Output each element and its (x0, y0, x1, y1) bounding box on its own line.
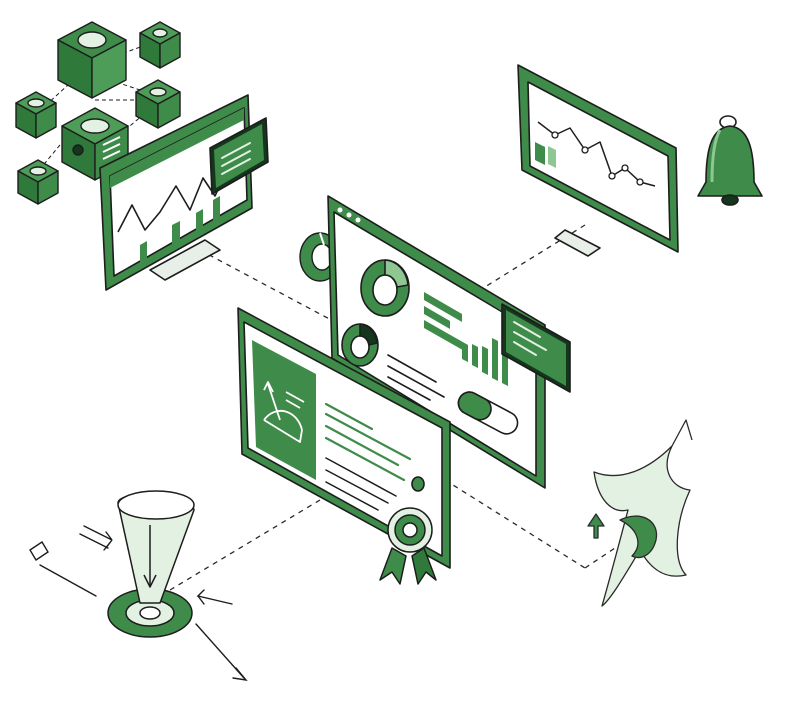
connector-arrow-horizontal (584, 547, 616, 569)
award-ribbon-icon (379, 507, 437, 585)
bar-list (424, 292, 468, 353)
toggle-slider (457, 391, 519, 435)
gauge-icon (263, 381, 305, 443)
donut-chart-icon (360, 259, 410, 317)
funnel-icon (107, 490, 195, 638)
vertical-bars (462, 338, 508, 386)
gauge-panel (252, 340, 316, 480)
small-donut-icon (341, 323, 379, 367)
monitor-stand (149, 239, 221, 281)
trend-line (537, 121, 656, 187)
line-chart-monitor-icon (517, 64, 679, 257)
report-document-window-icon (237, 307, 451, 569)
bell-icon (697, 115, 763, 206)
monitor-screen (527, 81, 671, 241)
funnel-arrows (29, 525, 248, 681)
connector-dashboard-to-arrow (444, 479, 586, 569)
analytics-monitor-icon (99, 94, 269, 291)
mini-bars (140, 196, 220, 266)
monitor-stand (554, 229, 601, 257)
blockchain-cubes-icon (15, 21, 181, 205)
growth-arrow-icon (587, 419, 693, 607)
wave-line (117, 167, 229, 233)
dashboard-window-icon (327, 195, 571, 489)
